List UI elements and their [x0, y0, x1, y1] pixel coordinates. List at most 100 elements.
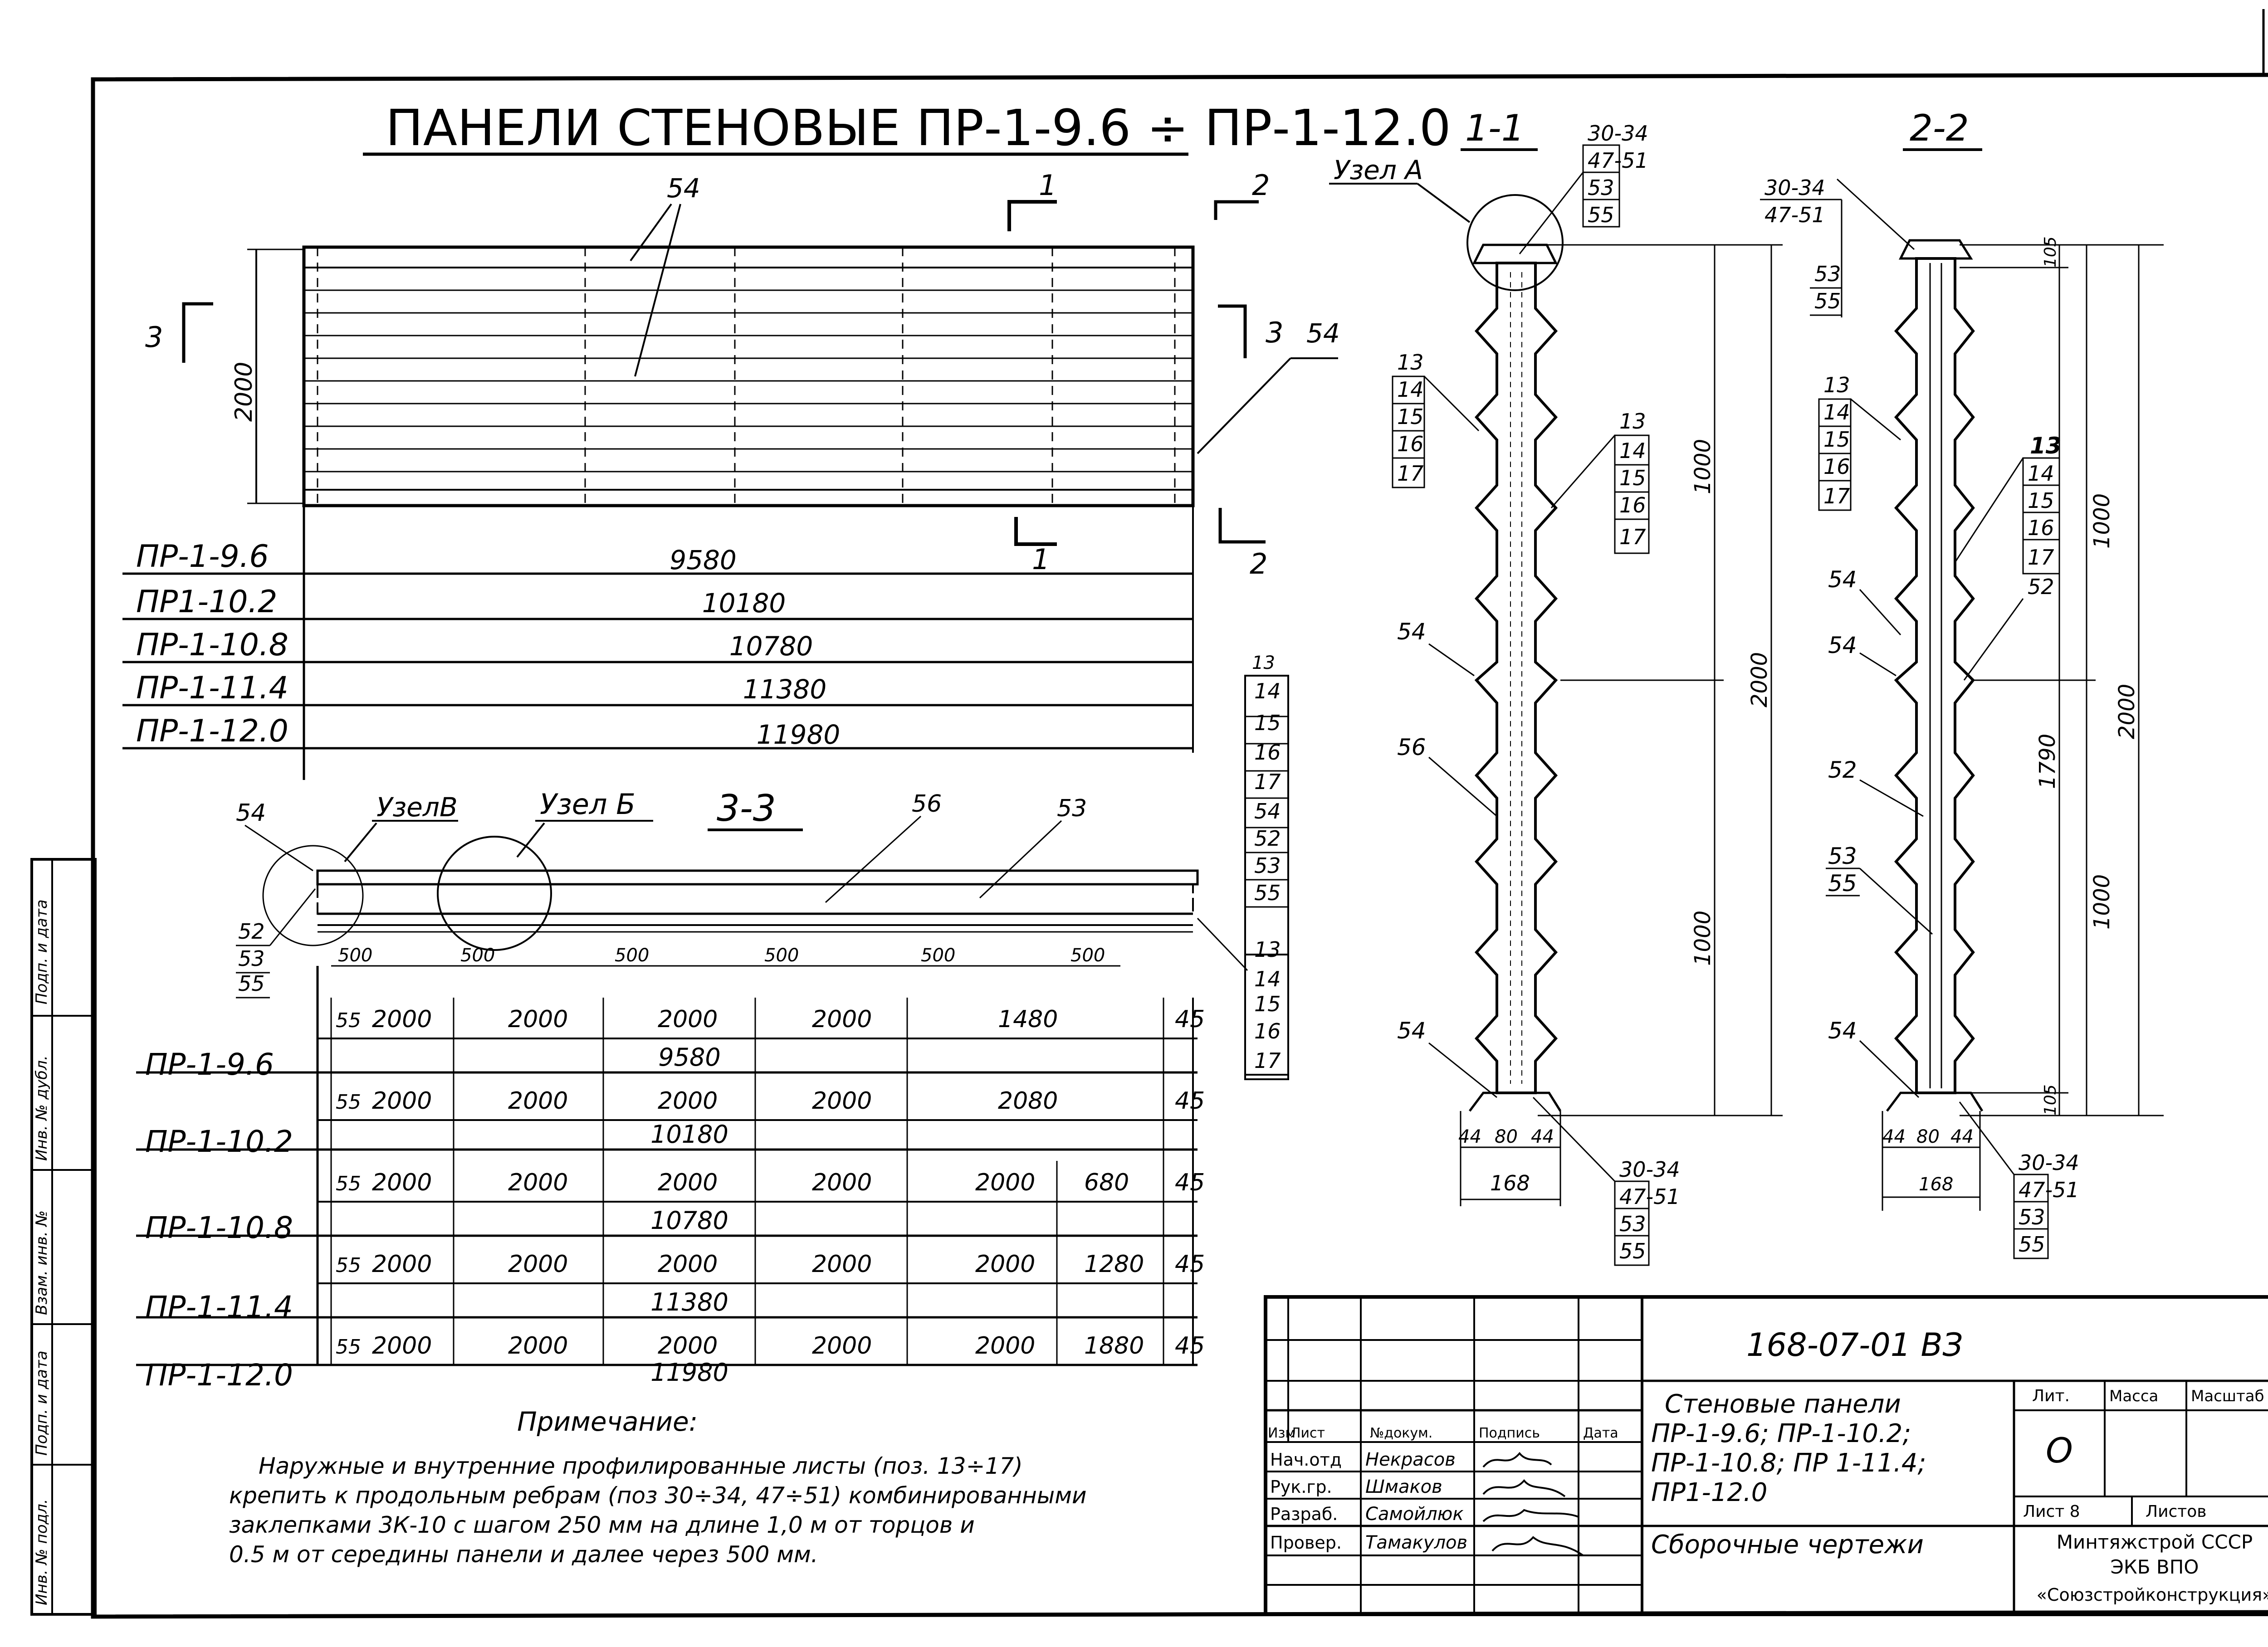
section-3-3-segment: 2000 — [975, 1169, 1035, 1196]
s22-top-55: 55 — [1814, 289, 1841, 313]
signature-2 — [1482, 1479, 1566, 1497]
s11-top-47-51: 47-51 — [1588, 148, 1648, 173]
drawing-title: ПАНЕЛИ СТЕНОВЫЕ ПР-1-9.6 ÷ ПР-1-12.0 — [386, 99, 1451, 157]
node-a-label: Узел А — [1334, 155, 1423, 185]
plan-stack-54: 54 — [1254, 799, 1281, 824]
section-3-3-segment: 55 — [336, 1009, 361, 1032]
note-block: Примечание: Наружные и внутренние профил… — [229, 1406, 1086, 1568]
section-3-3-segment: 55 — [336, 1335, 361, 1359]
s11-bottom-30-34: 30-34 — [1619, 1157, 1680, 1182]
s22-top-53: 53 — [1814, 262, 1841, 286]
s11-right-13: 13 — [1619, 409, 1646, 434]
section-3-3-segment: 45 — [1175, 1087, 1205, 1115]
section-3-3-row-total: 10180 — [650, 1120, 728, 1149]
title-block: 168-07-01 ВЗ Изм Лист №докум. Подпись Да… — [1264, 1295, 2268, 1616]
section-3-3-row-total: 9580 — [658, 1043, 720, 1072]
s22-right-15: 15 — [2028, 488, 2054, 513]
s22-bottom-53: 53 — [2019, 1205, 2045, 1229]
plan-row-length-4: 11380 — [743, 674, 827, 705]
tb-role-1: Нач.отд — [1270, 1450, 1342, 1470]
section-mark-3-left: 3 — [145, 321, 163, 354]
s22-bottom-80: 80 — [1916, 1126, 1940, 1147]
section-3-3-left-55: 55 — [238, 971, 265, 996]
s11-left-17: 17 — [1397, 461, 1424, 486]
spacing-500-1: 500 — [338, 945, 372, 966]
s11-bottom-80: 80 — [1495, 1126, 1518, 1147]
sheet-number-box: 11 — [2262, 9, 2265, 75]
s11-top-55: 55 — [1588, 203, 1614, 227]
plan-stack-14: 14 — [1254, 679, 1281, 703]
s11-right-16: 16 — [1619, 493, 1646, 517]
s22-right-14: 14 — [2028, 461, 2054, 486]
s22-right-16: 16 — [2028, 516, 2054, 540]
doc-code: 168-07-01 ВЗ — [1746, 1326, 1963, 1364]
doc-name-line-4: ПР1-12.0 — [1651, 1478, 1767, 1507]
plan-stack-13: 13 — [1252, 653, 1275, 673]
s11-callout-56: 56 — [1397, 734, 1426, 760]
section-3-3-segment: 2000 — [975, 1251, 1035, 1278]
section-mark-1-top: 1 — [1039, 169, 1056, 202]
section-3-3-row-name: ПР-1-12.0 — [145, 1358, 293, 1393]
plan-row-name-1: ПР-1-9.6 — [136, 539, 269, 575]
section-3-3-segment: 45 — [1175, 1332, 1205, 1360]
tb-head-date: Дата — [1583, 1425, 1618, 1441]
s22-dim-total: 2000 — [2114, 684, 2140, 739]
s22-right-13: 13 — [2030, 433, 2062, 459]
plan-row-name-2: ПР1-10.2 — [136, 584, 277, 620]
section-3-3-segment: 2000 — [975, 1332, 1035, 1360]
plan-row-length-5: 11980 — [757, 719, 841, 750]
s22-dim-top: 105 — [2041, 236, 2060, 268]
section-3-3-segment: 55 — [336, 1254, 361, 1277]
tb-name-1: Некрасов — [1365, 1449, 1456, 1470]
section-3-3-segment: 1280 — [1084, 1251, 1144, 1278]
section-3-3-callout-56: 56 — [912, 790, 942, 818]
section-3-3-callout-54: 54 — [236, 799, 266, 827]
mass-label: Масса — [2109, 1387, 2158, 1405]
doc-name-line-1: Стеновые панели — [1665, 1389, 1901, 1419]
spacing-500-2: 500 — [460, 945, 495, 966]
s22-bottom-30-34: 30-34 — [2019, 1150, 2079, 1175]
note-line-3: заклепками 3К-10 с шагом 250 мм на длине… — [229, 1512, 975, 1538]
s11-bottom-44-right: 44 — [1531, 1126, 1554, 1147]
signature-4 — [1491, 1536, 1584, 1556]
s22-top-30-34: 30-34 — [1765, 175, 1825, 200]
s11-top-53: 53 — [1588, 175, 1614, 200]
side-stamp-3: Взам. инв. № — [33, 1210, 51, 1315]
spacing-500-3: 500 — [615, 945, 649, 966]
section-mark-3-right: 3 — [1266, 316, 1283, 349]
section-mark-2-top: 2 — [1252, 169, 1270, 202]
plan-stack-17: 17 — [1254, 770, 1281, 794]
plan-stack-53: 53 — [1254, 853, 1281, 878]
section-3-3-segment: 2000 — [658, 1251, 718, 1278]
section-3-3-segment: 2000 — [812, 1251, 872, 1278]
section-3-3-segment: 2000 — [372, 1251, 432, 1278]
section-3-3-segment: 2000 — [508, 1332, 568, 1360]
s11-left-14: 14 — [1397, 377, 1424, 402]
sheets-label: Листов — [2146, 1502, 2206, 1521]
tb-role-4: Провер. — [1270, 1533, 1342, 1553]
section-3-3-segment: 55 — [336, 1091, 361, 1114]
s22-dim-mid: 1790 — [2035, 734, 2060, 789]
plan-callout-54-top: 54 — [667, 173, 700, 204]
section-3-3-segment: 2000 — [658, 1087, 718, 1115]
s11-width: 168 — [1490, 1171, 1530, 1195]
s22-bottom-44-right: 44 — [1950, 1126, 1974, 1147]
s22-dim-upper: 1000 — [2089, 493, 2115, 549]
plan-callout-54-right: 54 — [1306, 318, 1340, 349]
s11-callout-54-bot: 54 — [1397, 1018, 1426, 1044]
s11-left-13: 13 — [1397, 350, 1424, 375]
spacing-500-6: 500 — [1070, 945, 1105, 966]
section-1-1-title: 1-1 — [1465, 107, 1525, 149]
section-3-3: 3-3 УзелВ Узел Б 54 56 53 52 53 55 500 5… — [236, 787, 1289, 1080]
s11-right-15: 15 — [1619, 466, 1646, 490]
section-3-3-segment: 45 — [1175, 1169, 1205, 1196]
s22-callout-53: 53 — [1828, 843, 1857, 869]
s22-left-17: 17 — [1823, 484, 1850, 508]
tb-role-2: Рук.гр. — [1270, 1477, 1332, 1497]
section-3-3-segment: 2000 — [508, 1006, 568, 1033]
s22-dim-lower: 1000 — [2089, 874, 2115, 930]
s22-right-52: 52 — [2028, 575, 2054, 599]
drawing-type: Сборочные чертежи — [1651, 1530, 1924, 1559]
